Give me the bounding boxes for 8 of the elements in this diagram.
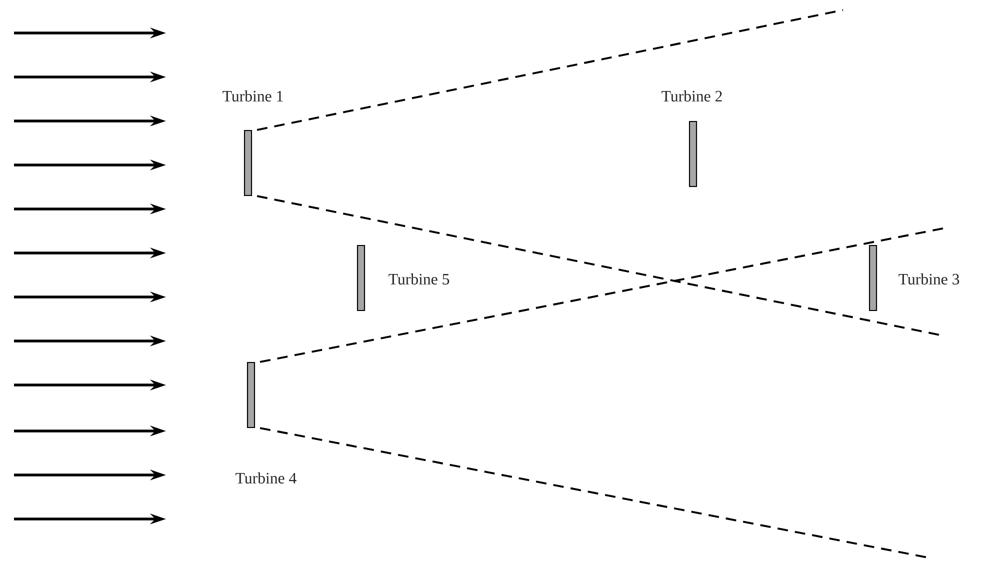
turbine-label: Turbine 3 xyxy=(898,273,960,285)
wake-line xyxy=(256,195,940,336)
turbine-label: Turbine 1 xyxy=(222,90,283,102)
turbine-label: Turbine 5 xyxy=(388,273,450,285)
turbine-label: Turbine 4 xyxy=(236,472,296,484)
wake-line xyxy=(260,227,946,363)
wake-line xyxy=(256,9,844,131)
turbine-label: Turbine 2 xyxy=(662,90,722,102)
